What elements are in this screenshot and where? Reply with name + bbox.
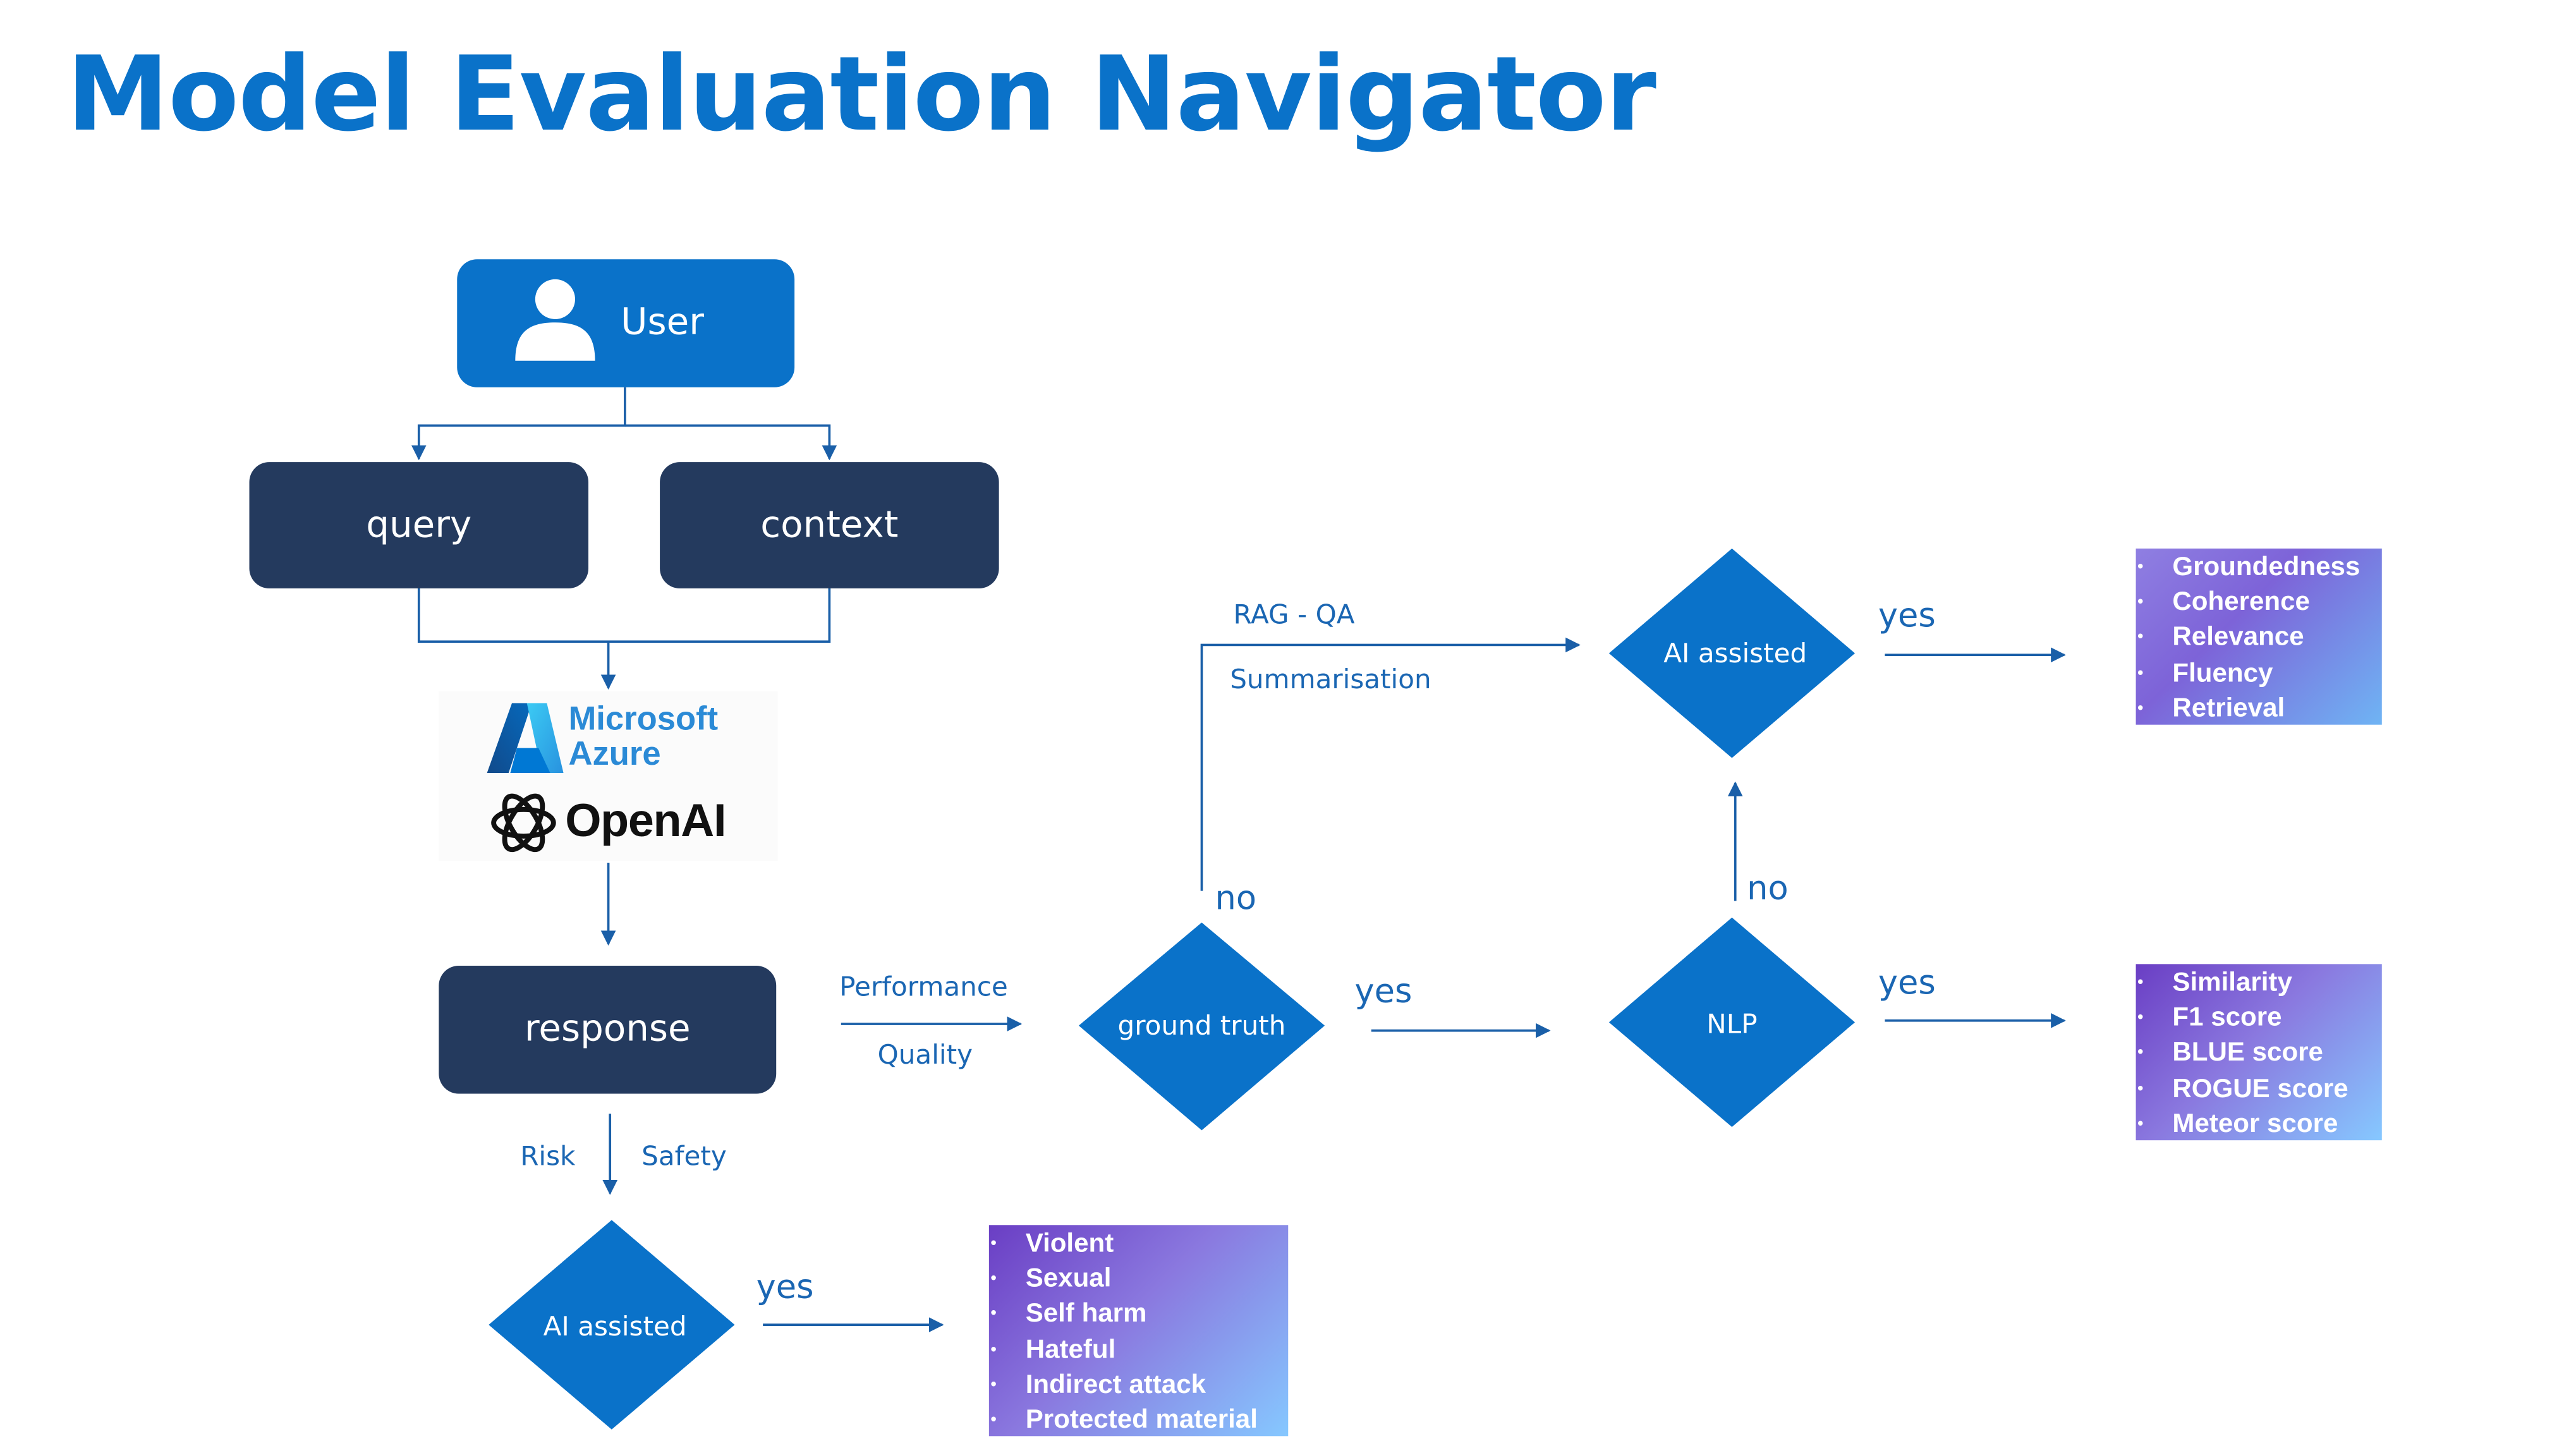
openai-logo-icon (491, 793, 556, 853)
user-node: User (457, 259, 795, 387)
metric-item: Fluency (2137, 656, 2381, 691)
edge-groundtruth-no (1200, 637, 1581, 891)
query-label: query (366, 504, 472, 546)
metric-item: Groundedness (2137, 550, 2381, 586)
metric-item: Similarity (2137, 966, 2381, 1001)
edge-label-yes-nlp: yes (1878, 962, 1936, 1002)
azure-logo-line-2: Azure (568, 736, 661, 773)
azure-logo-text: Microsoft Azure (568, 701, 719, 773)
edge-label-quality: Quality (877, 1038, 973, 1071)
user-label: User (621, 302, 705, 344)
metric-item: Retrieval (2137, 691, 2381, 727)
ai-assisted-safety-label: AI assisted (543, 1310, 687, 1342)
metric-item: Hateful (990, 1332, 1289, 1368)
metric-item: Meteor score (2137, 1107, 2381, 1142)
safety-metrics-card: Violent Sexual Self harm Hateful Indirec… (988, 1225, 1289, 1438)
metric-item: ROGUE score (2137, 1071, 2381, 1107)
metric-item: Indirect attack (990, 1368, 1289, 1403)
edge-user-query (411, 387, 626, 461)
edge-label-performance: Performance (839, 970, 1008, 1002)
diamond-ai-assisted-safety (489, 1220, 735, 1430)
user-icon (515, 279, 595, 361)
edge-label-yes-ai-quality: yes (1878, 595, 1936, 635)
edge-label-rag-qa: RAG - QA (1233, 598, 1355, 630)
ai-quality-metrics-card: Groundedness Coherence Relevance Fluency… (2136, 548, 2382, 727)
azure-logo-icon (487, 703, 564, 773)
ground-truth-label: ground truth (1117, 1009, 1286, 1042)
metric-item: Sexual (990, 1262, 1289, 1298)
metric-item: Coherence (2137, 585, 2381, 621)
ai-assisted-quality-label: AI assisted (1663, 637, 1807, 669)
nlp-metrics-card: Similarity F1 score BLUE score ROGUE sco… (2136, 964, 2382, 1142)
azure-logo-line-1: Microsoft (568, 701, 719, 738)
nlp-label: NLP (1706, 1008, 1758, 1040)
context-label: context (760, 504, 899, 546)
openai-logo-text: OpenAI (565, 794, 726, 846)
metric-item: Violent (990, 1227, 1289, 1262)
metric-item: Protected material (990, 1403, 1289, 1438)
edge-label-summarisation: Summarisation (1230, 663, 1431, 695)
response-node: response (439, 966, 777, 1094)
query-node: query (249, 462, 589, 589)
edge-label-yes-ground-truth: yes (1354, 970, 1413, 1011)
edge-label-no-nlp: no (1747, 867, 1789, 908)
context-node: context (660, 462, 999, 589)
edge-label-safety: Safety (641, 1140, 727, 1172)
response-label: response (524, 1009, 691, 1051)
edge-user-context (624, 424, 837, 461)
edge-merge-inputs (417, 588, 831, 643)
page-title: Model Evaluation Navigator (66, 33, 1656, 155)
diamond-ground-truth (1078, 922, 1325, 1131)
metric-item: BLUE score (2137, 1037, 2381, 1072)
edge-label-yes-ai-safety: yes (756, 1267, 814, 1307)
metric-item: F1 score (2137, 1001, 2381, 1037)
edge-label-risk: Risk (520, 1140, 576, 1172)
metric-item: Relevance (2137, 621, 2381, 656)
model-logo-block (439, 691, 778, 861)
edge-label-no-ground-truth: no (1215, 877, 1257, 918)
metric-item: Self harm (990, 1297, 1289, 1332)
